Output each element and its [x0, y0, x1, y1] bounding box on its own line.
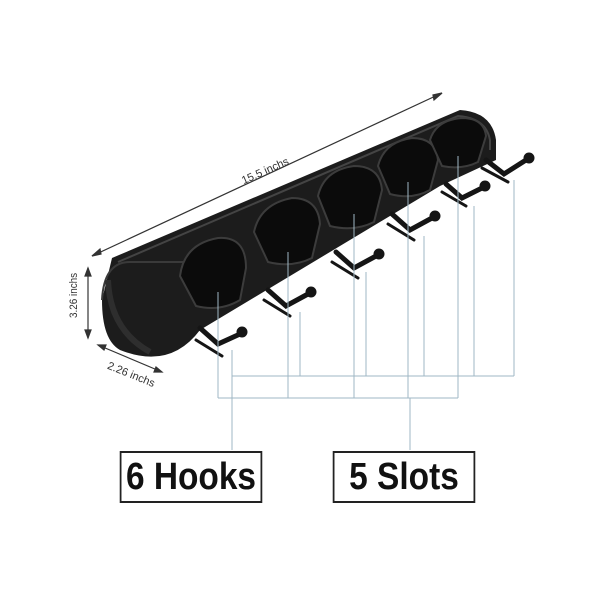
slot-3 [316, 164, 384, 230]
height-dimension-label: 3.26 inchs [68, 272, 80, 318]
hook-6 [480, 152, 535, 184]
length-dimension-line [91, 92, 443, 257]
slot-1 [178, 236, 248, 309]
depth-dimension-line [96, 344, 164, 373]
slot-2 [252, 196, 322, 266]
slots-group [178, 116, 488, 309]
hook-3 [330, 248, 385, 280]
hooks-count-label: 6 Hooks [119, 451, 263, 503]
height-dimension-line [84, 266, 92, 340]
hook-5 [440, 180, 491, 208]
slots-count-label: 5 Slots [332, 451, 476, 503]
hook-4 [386, 210, 441, 242]
leader-lines [217, 156, 515, 450]
hook-1 [194, 325, 248, 358]
hook-2 [262, 286, 317, 318]
